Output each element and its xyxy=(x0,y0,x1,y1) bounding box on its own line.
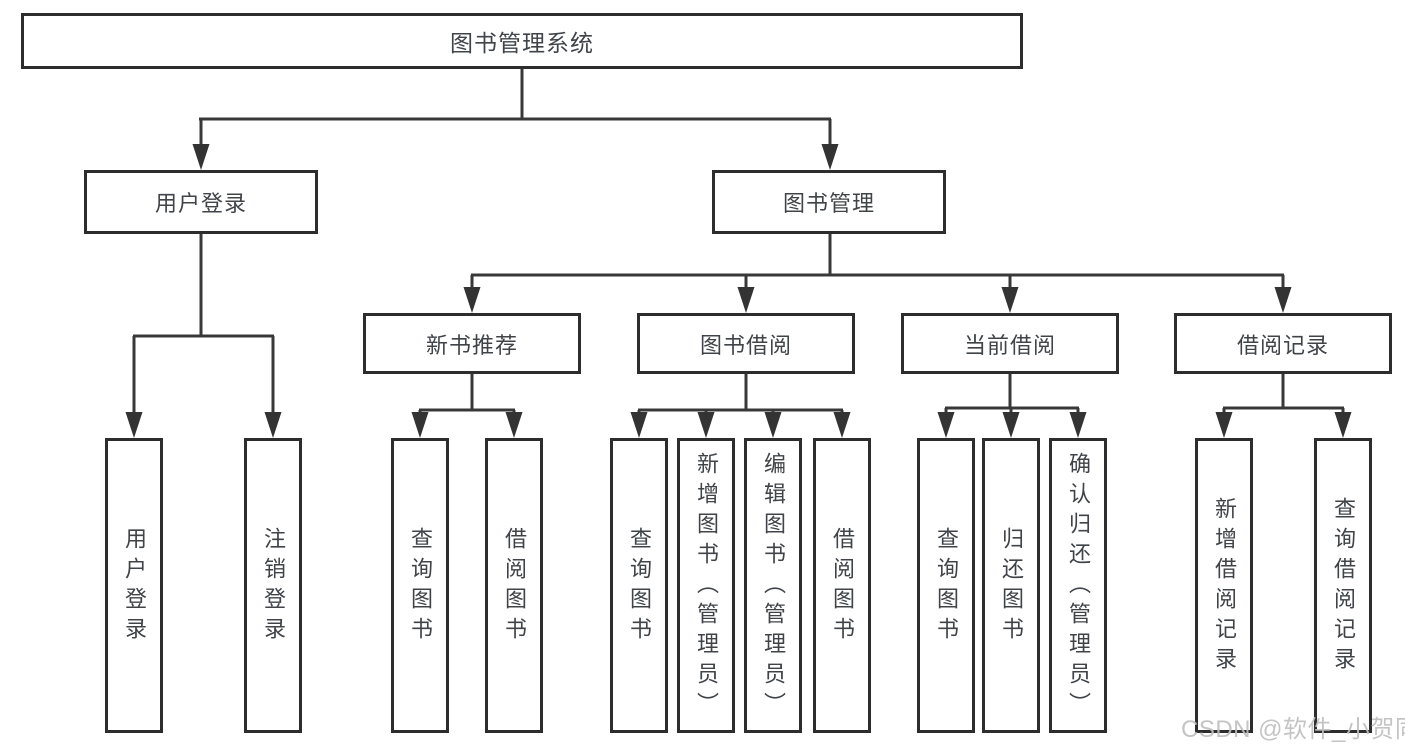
connector-stems xyxy=(132,69,1345,417)
node-user-login: 用户登录 xyxy=(84,170,318,234)
leaf-query-books-3-label: 查询图书 xyxy=(934,526,959,647)
leaf-user-login-label: 用户登录 xyxy=(122,526,147,647)
leaf-confirm-return-admin: 确认归还（管理员） xyxy=(1049,438,1107,733)
leaf-add-book-admin: 新增图书（管理员） xyxy=(677,438,735,733)
leaf-add-book-admin-label: 新增图书（管理员） xyxy=(694,451,719,722)
leaf-borrow-books-2-label: 借阅图书 xyxy=(830,526,855,647)
node-new-book-recommendation: 新书推荐 xyxy=(363,313,581,374)
node-book-borrowing-label: 图书借阅 xyxy=(699,332,792,358)
leaf-borrow-books-1: 借阅图书 xyxy=(485,438,543,733)
node-library-management-system: 图书管理系统 xyxy=(21,13,1023,69)
leaf-logout-login: 注销登录 xyxy=(244,438,302,733)
leaf-query-borrow-record-label: 查询借阅记录 xyxy=(1331,496,1356,677)
leaf-edit-book-admin-label: 编辑图书（管理员） xyxy=(761,451,786,722)
leaf-query-books-2-label: 查询图书 xyxy=(627,526,652,647)
leaf-borrow-books-1-label: 借阅图书 xyxy=(502,526,527,647)
leaf-edit-book-admin: 编辑图书（管理员） xyxy=(744,438,802,733)
leaf-logout-login-label: 注销登录 xyxy=(261,526,286,647)
leaf-return-books-label: 归还图书 xyxy=(999,526,1024,647)
leaf-add-borrow-record-label: 新增借阅记录 xyxy=(1212,496,1237,677)
leaf-return-books: 归还图书 xyxy=(982,438,1040,733)
leaf-query-books-1-label: 查询图书 xyxy=(408,526,433,647)
leaf-query-books-2: 查询图书 xyxy=(610,438,668,733)
node-book-borrowing: 图书借阅 xyxy=(637,313,855,374)
leaf-query-borrow-record: 查询借阅记录 xyxy=(1314,438,1372,733)
leaf-borrow-books-2: 借阅图书 xyxy=(813,438,871,733)
leaf-add-borrow-record: 新增借阅记录 xyxy=(1195,438,1253,733)
leaf-user-login: 用户登录 xyxy=(105,438,163,733)
node-library-management-system-label: 图书管理系统 xyxy=(450,30,594,56)
leaf-query-books-3: 查询图书 xyxy=(917,438,975,733)
connector-arrowheads xyxy=(125,144,1352,438)
node-borrowing-records-label: 借阅记录 xyxy=(1236,332,1329,358)
node-new-book-recommendation-label: 新书推荐 xyxy=(425,332,518,358)
node-current-borrowing-label: 当前借阅 xyxy=(963,332,1056,358)
node-user-login-label: 用户登录 xyxy=(154,191,247,216)
node-book-management: 图书管理 xyxy=(712,170,946,234)
leaf-confirm-return-admin-label: 确认归还（管理员） xyxy=(1066,451,1091,722)
node-borrowing-records: 借阅记录 xyxy=(1174,313,1392,374)
node-book-management-label: 图书管理 xyxy=(782,191,875,216)
leaf-query-books-1: 查询图书 xyxy=(391,438,449,733)
watermark: CSDN @软件_小贺同学 xyxy=(1181,716,1405,743)
node-current-borrowing: 当前借阅 xyxy=(901,313,1119,374)
